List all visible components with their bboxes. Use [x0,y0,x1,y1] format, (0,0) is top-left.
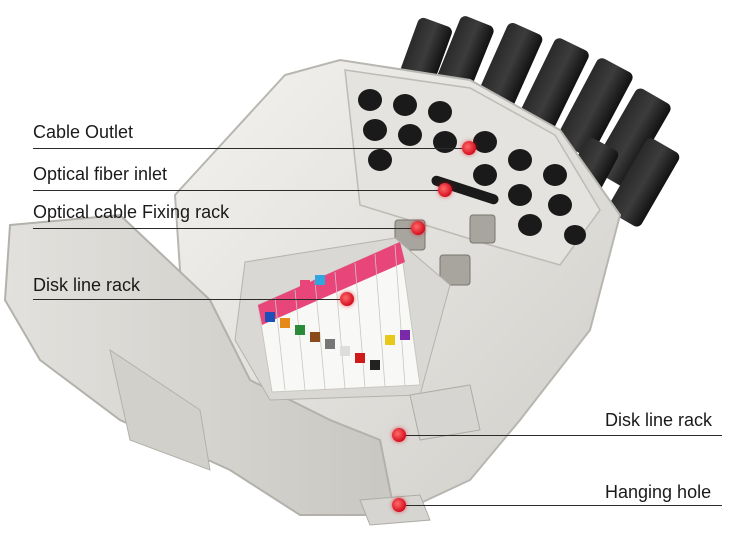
callout-line-hanging-hole [400,505,722,506]
callout-disk-line-rack-right: Disk line rack [605,410,713,430]
callout-line-cable-outlet [33,148,468,149]
splice-card [234,237,451,401]
marker-cable-outlet [462,141,476,155]
callout-cable-outlet: Cable Outlet [33,122,134,142]
marker-disk-line-rack-left [340,292,354,306]
callout-line-disk-line-rack-left [33,299,341,300]
callout-disk-line-rack-left: Disk line rack [33,275,141,295]
callout-optical-fiber-inlet: Optical fiber inlet [33,164,168,184]
callout-line-optical-cable-fixing-rack [33,228,416,229]
marker-hanging-hole [392,498,406,512]
callout-line-optical-fiber-inlet [33,190,443,191]
outlet-holes [358,89,586,245]
callout-line-disk-line-rack-right [400,435,722,436]
callout-hanging-hole: Hanging hole [605,482,712,502]
marker-optical-fiber-inlet [438,183,452,197]
marker-disk-line-rack-right [392,428,406,442]
marker-optical-cable-fixing-rack [411,221,425,235]
callout-optical-cable-fixing-rack: Optical cable Fixing rack [33,202,230,222]
connector-bank [394,16,680,227]
